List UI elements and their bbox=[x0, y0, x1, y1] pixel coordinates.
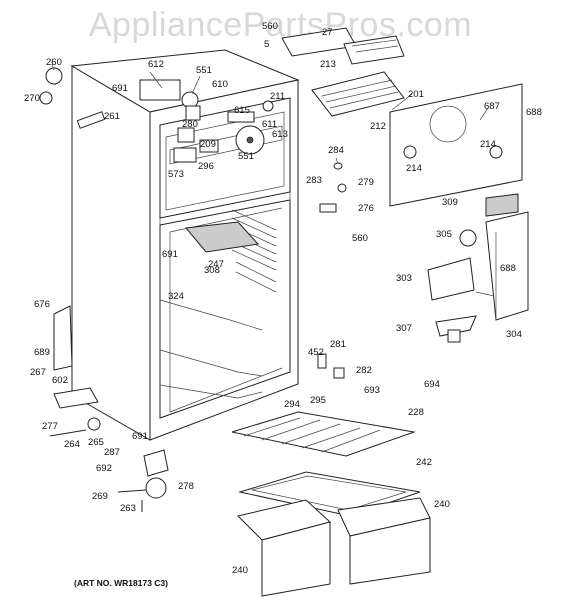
part-callout-612: 612 bbox=[148, 59, 164, 70]
part-callout-211: 211 bbox=[270, 91, 286, 102]
part-callout-282: 282 bbox=[356, 365, 372, 376]
part-callout-261: 261 bbox=[104, 111, 120, 122]
part-callout-278: 278 bbox=[178, 481, 194, 492]
part-callout-269: 269 bbox=[92, 491, 108, 502]
part-callout-602: 602 bbox=[52, 375, 68, 386]
part-callout-228: 228 bbox=[408, 407, 424, 418]
part-callout-295: 295 bbox=[310, 395, 326, 406]
part-callout-214: 214 bbox=[406, 163, 422, 174]
part-callout-283: 283 bbox=[306, 175, 322, 186]
part-callout-265: 265 bbox=[88, 437, 104, 448]
part-callout-5: 5 bbox=[264, 39, 270, 50]
watermark-text: AppliancePartsPros.com bbox=[88, 6, 473, 44]
part-callout-309: 309 bbox=[442, 197, 458, 208]
part-callout-615: 615 bbox=[234, 105, 250, 116]
part-callout-242: 242 bbox=[416, 457, 432, 468]
right-side-parts bbox=[319, 162, 529, 343]
part-callout-610: 610 bbox=[212, 79, 228, 90]
part-callout-307: 307 bbox=[396, 323, 412, 334]
part-callout-209: 209 bbox=[200, 139, 216, 150]
part-callout-27: 27 bbox=[322, 27, 333, 38]
part-callout-279: 279 bbox=[358, 177, 374, 188]
part-callout-694: 694 bbox=[424, 379, 440, 390]
leader-lines bbox=[51, 63, 495, 297]
part-callout-688: 688 bbox=[500, 263, 516, 274]
part-callout-213: 213 bbox=[320, 59, 336, 70]
part-callout-280: 280 bbox=[182, 119, 198, 130]
part-callout-551: 551 bbox=[196, 65, 212, 76]
part-callout-294: 294 bbox=[284, 399, 300, 410]
part-callout-613: 613 bbox=[272, 129, 288, 140]
part-callout-240: 240 bbox=[434, 499, 450, 510]
part-callout-611: 611 bbox=[262, 119, 278, 130]
part-callout-270: 270 bbox=[24, 93, 40, 104]
part-callout-276: 276 bbox=[358, 203, 374, 214]
top-components bbox=[139, 79, 274, 163]
part-callout-201: 201 bbox=[408, 89, 424, 100]
part-callout-308: 308 bbox=[204, 265, 220, 276]
part-callout-676: 676 bbox=[34, 299, 50, 310]
part-callout-691: 691 bbox=[112, 83, 128, 94]
part-callout-212: 212 bbox=[370, 121, 386, 132]
part-callout-264: 264 bbox=[64, 439, 80, 450]
part-callout-296: 296 bbox=[198, 161, 214, 172]
part-callout-688: 688 bbox=[526, 107, 542, 118]
part-callout-691: 691 bbox=[162, 249, 178, 260]
part-callout-560: 560 bbox=[262, 21, 278, 32]
part-callout-277: 277 bbox=[42, 421, 58, 432]
part-callout-247: 247 bbox=[208, 259, 224, 270]
part-callout-214: 214 bbox=[480, 139, 496, 150]
part-callout-687: 687 bbox=[484, 101, 500, 112]
left-parts bbox=[39, 67, 106, 437]
part-callout-452: 452 bbox=[308, 347, 324, 358]
part-callout-287: 287 bbox=[104, 447, 120, 458]
part-callout-560: 560 bbox=[352, 233, 368, 244]
shelves-and-crispers bbox=[231, 411, 431, 597]
part-callout-267: 267 bbox=[30, 367, 46, 378]
part-callout-260: 260 bbox=[46, 57, 62, 68]
part-callout-263: 263 bbox=[120, 503, 136, 514]
part-callout-551: 551 bbox=[238, 151, 254, 162]
part-callout-324: 324 bbox=[168, 291, 184, 302]
top-right-assembly bbox=[281, 27, 523, 217]
bottom-parts bbox=[117, 353, 345, 512]
part-callout-692: 692 bbox=[96, 463, 112, 474]
part-callout-304: 304 bbox=[506, 329, 522, 340]
part-callout-281: 281 bbox=[330, 339, 346, 350]
part-callout-240: 240 bbox=[232, 565, 248, 576]
part-callout-305: 305 bbox=[436, 229, 452, 240]
part-callout-689: 689 bbox=[34, 347, 50, 358]
part-callout-691: 691 bbox=[132, 431, 148, 442]
part-callout-284: 284 bbox=[328, 145, 344, 156]
art-number-label: (ART NO. WR18173 C3) bbox=[74, 578, 168, 588]
part-callout-303: 303 bbox=[396, 273, 412, 284]
part-callout-693: 693 bbox=[364, 385, 380, 396]
part-callout-573: 573 bbox=[168, 169, 184, 180]
